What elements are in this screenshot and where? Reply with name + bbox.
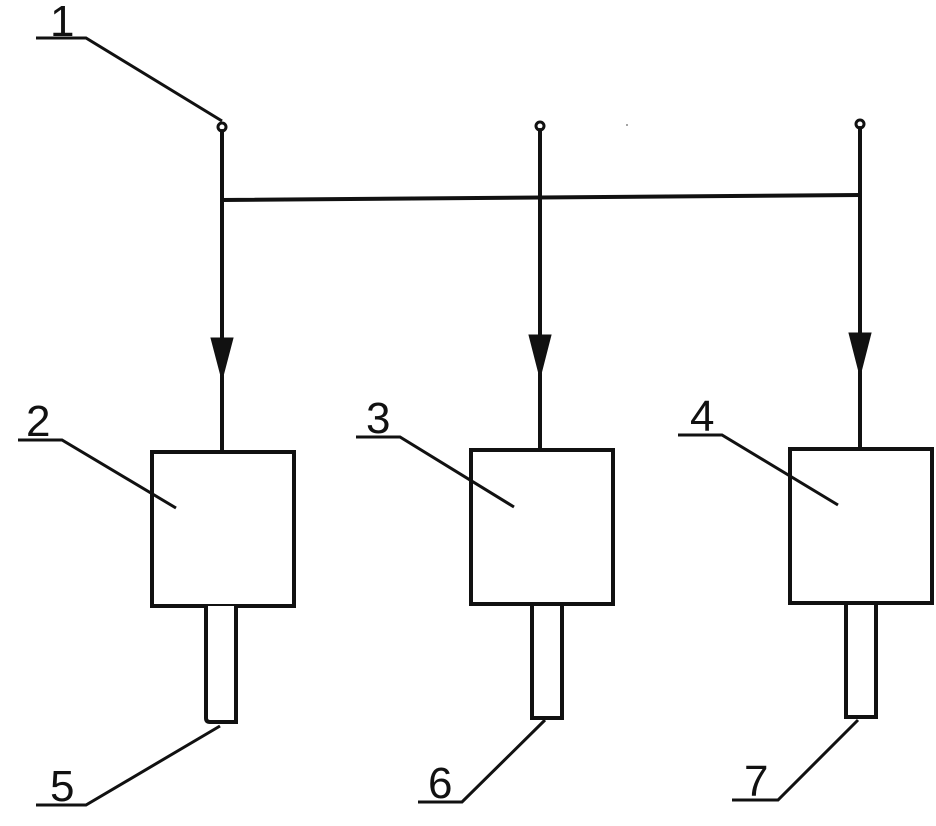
leader-6 xyxy=(418,718,547,804)
leader-3 xyxy=(356,435,515,509)
output-stub-5 xyxy=(204,606,238,724)
label-1: 1 xyxy=(50,0,74,46)
output-stub-6 xyxy=(530,602,564,720)
label-2: 2 xyxy=(26,397,50,446)
leader-7 xyxy=(732,718,860,802)
arrow-down-left xyxy=(210,337,234,382)
output-stub-7 xyxy=(844,601,878,719)
label-7: 7 xyxy=(744,757,768,806)
leader-2 xyxy=(18,438,177,510)
speck-dot xyxy=(626,124,628,126)
label-4: 4 xyxy=(690,392,714,441)
label-3: 3 xyxy=(366,394,390,443)
box-3 xyxy=(469,448,615,606)
box-2 xyxy=(150,450,296,608)
leader-1 xyxy=(36,36,223,123)
leader-5 xyxy=(36,724,221,807)
label-6: 6 xyxy=(428,759,452,808)
leader-4 xyxy=(678,433,839,507)
arrow-down-middle xyxy=(528,334,552,379)
arrow-down-right xyxy=(848,332,872,377)
label-5: 5 xyxy=(50,762,74,811)
box-4 xyxy=(788,447,934,605)
